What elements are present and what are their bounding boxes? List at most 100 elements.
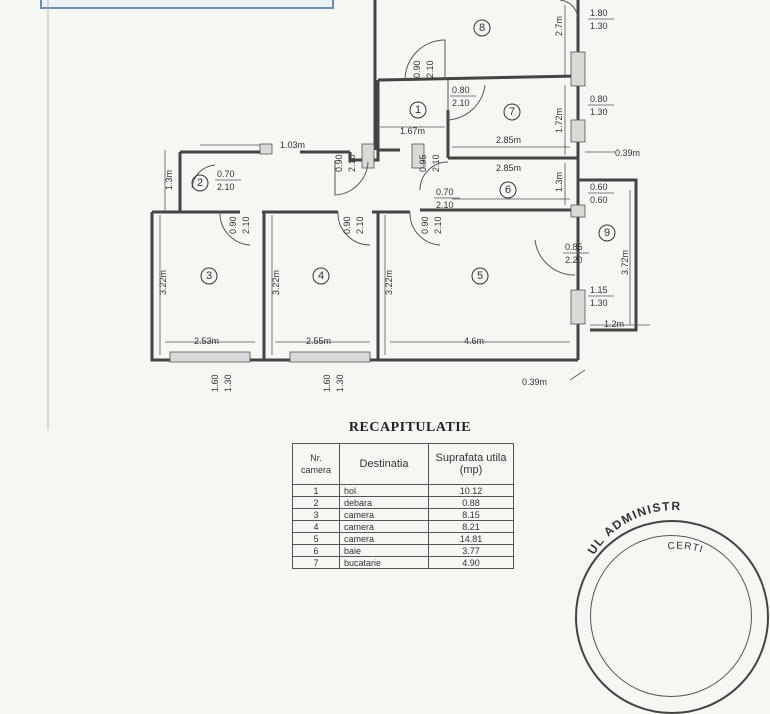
- recap-title: RECAPITULATIE: [348, 420, 472, 435]
- row-dest: hol: [339, 484, 429, 497]
- dimension-labels: 1.03m 1.67m 2.85m 2.85m 2.53m 2.55m 4.6m…: [158, 16, 640, 387]
- dim-label: 3.22m: [384, 270, 394, 295]
- opening-height: 1.30: [335, 374, 345, 392]
- opening-height: 0.60: [590, 195, 608, 205]
- header-destinatia: Destinatia: [339, 443, 429, 485]
- stamp-text-outer: UL ADMINISTR: [585, 499, 680, 557]
- dim-label: 2.53m: [194, 336, 219, 346]
- row-dest: camera: [339, 508, 429, 521]
- room-number: 1: [415, 104, 421, 116]
- row-nr: 7: [292, 556, 340, 569]
- row-nr: 2: [292, 496, 340, 509]
- window-marks: [169, 51, 586, 363]
- opening-width: 0.90: [228, 216, 238, 234]
- stamp-text-inner: CERTI: [667, 541, 704, 556]
- opening-width: 1.80: [590, 8, 608, 18]
- header-stamp-box: [40, 0, 334, 9]
- row-nr: 3: [292, 508, 340, 521]
- opening-width: 0.95: [418, 154, 428, 172]
- dim-label: 4.6m: [464, 336, 484, 346]
- opening-height: 2.10: [217, 182, 235, 192]
- row-area: 4.90: [428, 556, 514, 569]
- row-area: 14.81: [428, 532, 514, 545]
- opening-width: 0.90: [334, 154, 344, 172]
- room-labels: 8 1 7 2 6 9 3 4 5: [191, 19, 616, 285]
- vertical-opening-labels: 0.90 2.10 0.90 2.10 0.95 2.10 0.90 2.10 …: [210, 60, 443, 392]
- dim-label: 0.39m: [615, 148, 640, 158]
- room-number: 6: [505, 184, 511, 196]
- dim-label: 3.22m: [271, 270, 281, 295]
- opening-height: 2.10: [436, 200, 454, 210]
- opening-width: 0.85: [565, 242, 583, 252]
- room-number: 8: [479, 22, 485, 34]
- opening-height: 2.10: [347, 154, 357, 172]
- opening-height: 2.10: [433, 216, 443, 234]
- opening-width: 0.60: [590, 182, 608, 192]
- floor-plan: 8 1 7 2 6 9 3 4 5 1.03m 1.67m 2.85m 2.85…: [47, 0, 650, 430]
- opening-height: 1.30: [590, 298, 608, 308]
- dim-label: 3.72m: [620, 250, 630, 275]
- opening-height: 1.30: [590, 107, 608, 117]
- recap-table: Nr. camera Destinatia Suprafata utila (m…: [292, 443, 514, 569]
- row-area: 10.12: [428, 484, 514, 497]
- opening-labels: 1.80 1.30 0.80 1.30 0.60 0.60 0.85 2.20 …: [215, 8, 614, 308]
- room-number: 3: [206, 270, 212, 282]
- dim-label: 3.22m: [158, 270, 168, 295]
- opening-height: 2.10: [452, 98, 470, 108]
- dim-label: 2.85m: [496, 135, 521, 145]
- opening-width: 1.60: [210, 374, 220, 392]
- dim-label: 1.72m: [554, 108, 564, 133]
- room-number: 2: [197, 177, 203, 189]
- opening-height: 2.10: [431, 154, 441, 172]
- header-suprafata: Suprafata utila (mp): [428, 443, 514, 485]
- dim-label: 2.85m: [496, 163, 521, 173]
- row-nr: 6: [292, 544, 340, 557]
- opening-width: 1.15: [590, 285, 608, 295]
- opening-width: 0.90: [412, 60, 422, 78]
- svg-text:UL ADMINISTR: UL ADMINISTR: [585, 499, 682, 557]
- dim-label: 1.03m: [280, 140, 305, 150]
- dim-label: 1.67m: [400, 126, 425, 136]
- opening-width: 1.60: [322, 374, 332, 392]
- row-dest: baie: [339, 544, 429, 557]
- room-number: 5: [477, 270, 483, 282]
- room-number: 9: [604, 227, 610, 239]
- opening-width: 0.90: [342, 216, 352, 234]
- opening-width: 0.70: [217, 169, 235, 179]
- opening-height: 2.10: [241, 216, 251, 234]
- svg-text:CERTI: CERTI: [667, 541, 705, 556]
- opening-height: 1.30: [223, 374, 233, 392]
- row-dest: camera: [339, 520, 429, 533]
- opening-width: 0.90: [420, 216, 430, 234]
- opening-width: 0.80: [590, 94, 608, 104]
- room-number: 7: [509, 106, 515, 118]
- dimension-lines: [159, 5, 650, 381]
- row-dest: debara: [339, 496, 429, 509]
- stamp-lettering: UL ADMINISTR CERTI: [585, 499, 705, 557]
- opening-width: 0.70: [436, 187, 454, 197]
- header-nr: Nr. camera: [292, 443, 340, 485]
- dim-label: 1.2m: [604, 319, 624, 329]
- opening-height: 2.10: [355, 216, 365, 234]
- row-dest: bucatarie: [339, 556, 429, 569]
- row-dest: camera: [339, 532, 429, 545]
- dim-label: 1.3m: [164, 170, 174, 190]
- row-area: 0.88: [428, 496, 514, 509]
- opening-width: 0.80: [452, 85, 470, 95]
- room-number: 4: [318, 270, 324, 282]
- table-header-row: Nr. camera Destinatia Suprafata utila (m…: [292, 443, 514, 485]
- row-area: 8.21: [428, 520, 514, 533]
- dim-label: 2.55m: [306, 336, 331, 346]
- row-nr: 4: [292, 520, 340, 533]
- row-area: 3.77: [428, 544, 514, 557]
- opening-height: 2.10: [425, 60, 435, 78]
- opening-height: 2.20: [565, 255, 583, 265]
- row-nr: 1: [292, 484, 340, 497]
- dim-label: 2.7m: [554, 16, 564, 36]
